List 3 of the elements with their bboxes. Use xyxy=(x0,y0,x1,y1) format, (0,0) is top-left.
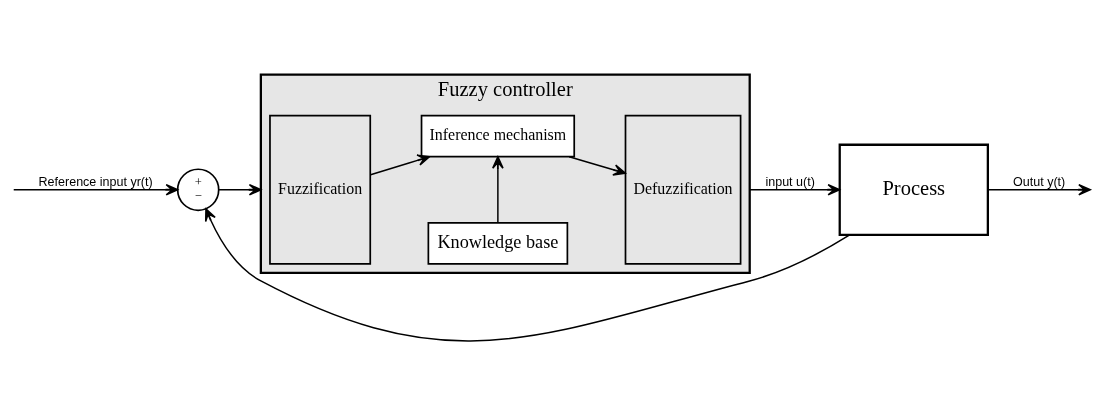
edge-label: input u(t) xyxy=(765,175,815,190)
edge-label: Outut y(t) xyxy=(1013,175,1066,190)
edge-label: Reference input yr(t) xyxy=(38,175,153,190)
